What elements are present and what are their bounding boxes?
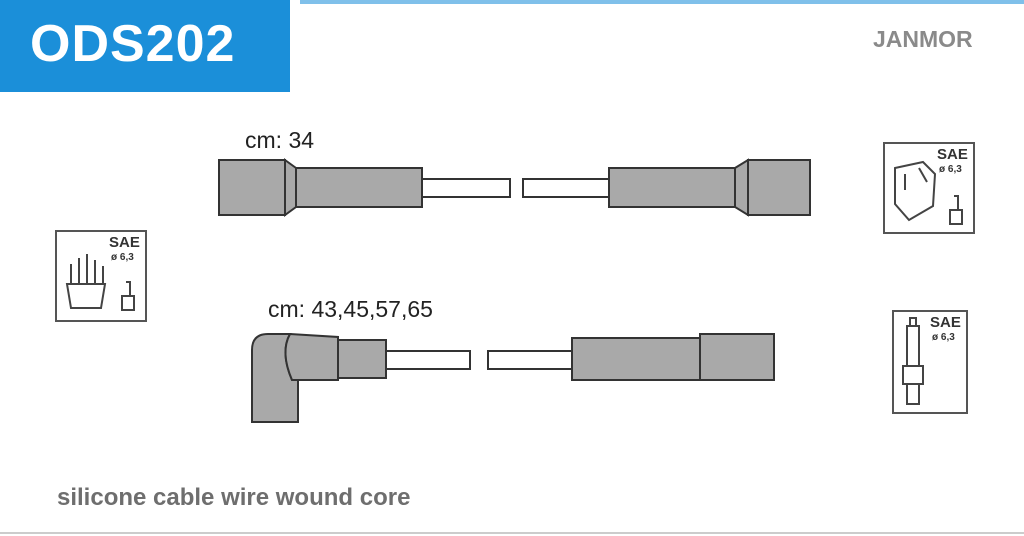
spark-plug-connector-box: SAE ø 6,3 — [892, 310, 968, 414]
spark-plug-icon — [902, 317, 924, 405]
sae-label: SAE — [937, 146, 968, 163]
terminal-icon — [121, 281, 135, 311]
product-code: ODS202 — [30, 15, 236, 73]
top-divider — [300, 0, 1024, 4]
cable-2 — [251, 332, 775, 423]
sae-label: SAE — [930, 314, 961, 331]
distributor-connector-box: SAE ø 6,3 — [55, 230, 147, 322]
bottom-divider — [0, 532, 1024, 534]
product-code-banner — [0, 0, 290, 92]
brand-name: JANMOR — [873, 26, 973, 52]
sae-label: SAE — [109, 234, 140, 251]
diameter-label: ø 6,3 — [932, 332, 955, 343]
cable-2-length: cm: 43,45,57,65 — [268, 296, 433, 322]
terminal-icon — [949, 195, 963, 225]
diameter-label: ø 6,3 — [111, 252, 134, 263]
distributor-cap-icon — [65, 254, 107, 309]
cable-1 — [218, 158, 811, 217]
coil-connector-box: SAE ø 6,3 — [883, 142, 975, 234]
ignition-coil-icon — [894, 160, 937, 222]
cable-description: silicone cable wire wound core — [57, 484, 411, 511]
cable-1-length: cm: 34 — [245, 127, 315, 153]
diameter-label: ø 6,3 — [939, 164, 962, 175]
